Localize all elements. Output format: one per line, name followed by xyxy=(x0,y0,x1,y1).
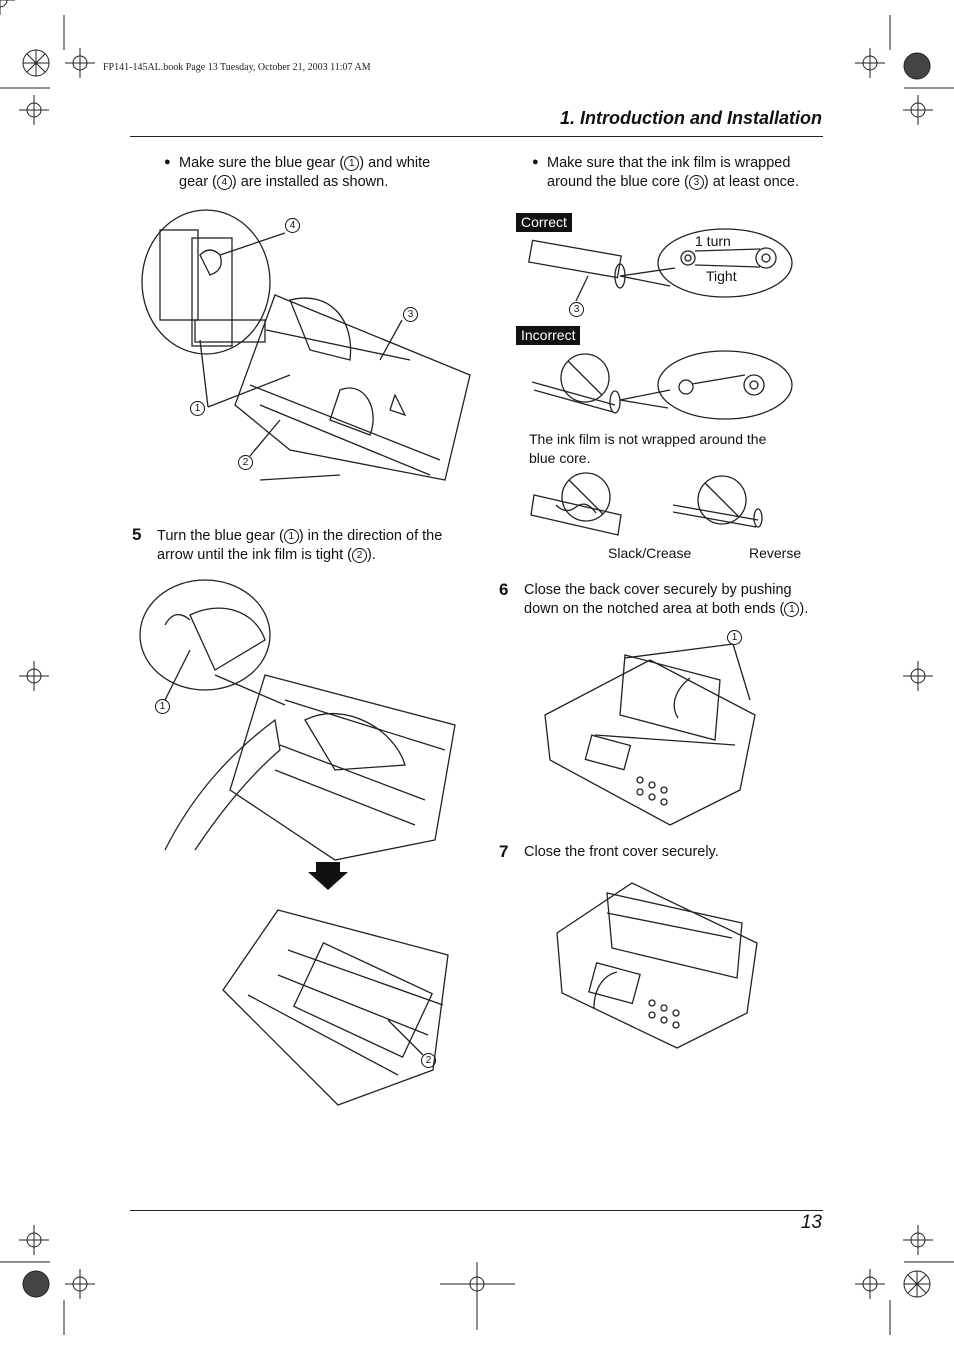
ref-badge: 2 xyxy=(352,547,368,563)
left-bullet-text: Make sure the blue gear (1) and white ge… xyxy=(179,155,431,190)
ref-badge: 1 xyxy=(784,601,800,617)
slack-crease-illustration xyxy=(530,472,622,536)
right-bullet-text: Make sure that the ink film is wrapped a… xyxy=(547,155,799,190)
callout-3: 3 xyxy=(403,307,418,322)
step-7-text: Close the front cover securely. xyxy=(524,844,719,860)
ref-badge: 1 xyxy=(283,529,299,544)
incorrect-tag: Incorrect xyxy=(516,326,581,345)
callout-1: 1 xyxy=(190,401,205,416)
file-info: FP141-145AL.book Page 13 Tuesday, Octobe… xyxy=(103,62,371,73)
bullet-icon: ● xyxy=(532,156,539,168)
correct-tag: Correct xyxy=(516,213,572,232)
callout-2: 2 xyxy=(421,1053,436,1068)
reverse-roll-illustration xyxy=(672,475,763,528)
close-front-cover-illustration xyxy=(556,882,758,1049)
header-rule xyxy=(130,136,823,137)
footer-rule xyxy=(130,1210,823,1211)
turn-gear-illustration xyxy=(139,579,456,861)
correct-roll-illustration xyxy=(528,228,793,302)
down-arrow-icon xyxy=(308,862,348,890)
step-5-text: Turn the blue gear (1) in the direction … xyxy=(157,528,443,563)
gear-installation-illustration xyxy=(141,209,471,481)
step-6-text: Close the back cover securely by pushing… xyxy=(524,582,809,617)
tight-label: Tight xyxy=(706,268,737,284)
section-title: 1. Introduction and Installation xyxy=(559,108,822,128)
close-back-cover-illustration xyxy=(544,643,756,826)
callout-3: 3 xyxy=(569,302,584,317)
ref-badge: 3 xyxy=(688,174,704,190)
step-6-number: 6 xyxy=(499,580,509,599)
ref-badge: 1 xyxy=(344,156,360,171)
callout-1: 1 xyxy=(727,630,742,645)
callout-4: 4 xyxy=(285,218,300,233)
callout-2: 2 xyxy=(238,455,253,470)
page-number: 13 xyxy=(800,1212,822,1233)
callout-1: 1 xyxy=(155,699,170,714)
incorrect-roll-illustration xyxy=(531,350,793,420)
step-7-number: 7 xyxy=(499,842,509,861)
slack-crease-label: Slack/Crease xyxy=(608,545,692,561)
tight-film-illustration xyxy=(222,909,449,1106)
bullet-icon: ● xyxy=(164,156,171,168)
step-5-number: 5 xyxy=(132,525,142,544)
one-turn-label: 1 turn xyxy=(695,233,731,249)
reverse-label: Reverse xyxy=(749,545,802,561)
ref-badge: 4 xyxy=(216,174,232,190)
